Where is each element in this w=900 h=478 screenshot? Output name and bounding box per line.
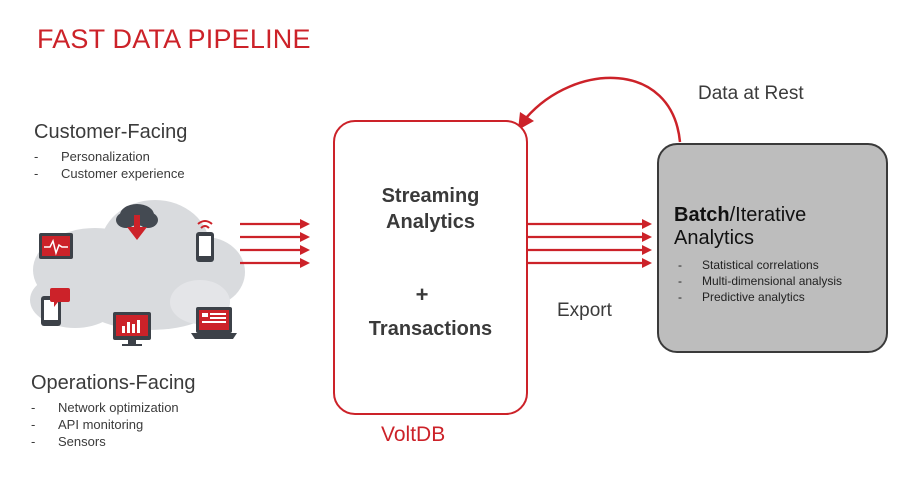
list-item: Network optimization: [31, 399, 179, 416]
plus-sign: +: [415, 282, 429, 307]
list-item: API monitoring: [31, 416, 179, 433]
operations-facing-list: Network optimization API monitoring Sens…: [31, 399, 179, 450]
page-title: FAST DATA PIPELINE: [37, 24, 311, 54]
customer-facing-heading: Customer-Facing: [34, 121, 188, 143]
customer-facing-list: Personalization Customer experience: [34, 148, 185, 182]
batch-analytics-title: Batch/Iterative Analytics: [674, 204, 807, 249]
export-arrows: [528, 219, 652, 268]
batch-analytics-box: [657, 143, 888, 353]
monitor-chart-icon: [113, 312, 151, 346]
streaming-analytics-label: Streaming Analytics: [381, 185, 480, 233]
list-item: Multi-dimensional analysis: [678, 273, 842, 289]
batch-analytics-list: Statistical correlations Multi-dimension…: [678, 257, 842, 305]
voltdb-label: VoltDB: [381, 423, 446, 446]
data-at-rest-label: Data at Rest: [698, 83, 804, 104]
smartphone-signal-icon: [196, 220, 214, 262]
data-at-rest-arrow: [518, 76, 682, 143]
heartbeat-monitor-icon: [39, 233, 73, 259]
voltdb-box: [333, 120, 528, 415]
list-item: Customer experience: [34, 165, 185, 182]
operations-facing-heading: Operations-Facing: [31, 372, 196, 394]
cloud-download-icon: [116, 204, 158, 240]
list-item: Personalization: [34, 148, 185, 165]
list-item: Predictive analytics: [678, 289, 842, 305]
list-item: Statistical correlations: [678, 257, 842, 273]
export-label: Export: [557, 300, 612, 321]
input-arrows: [240, 219, 310, 268]
tablet-chat-icon: [41, 288, 70, 326]
laptop-panel-icon: [191, 307, 237, 339]
list-item: Sensors: [31, 433, 179, 450]
transactions-label: Transactions: [368, 318, 493, 340]
